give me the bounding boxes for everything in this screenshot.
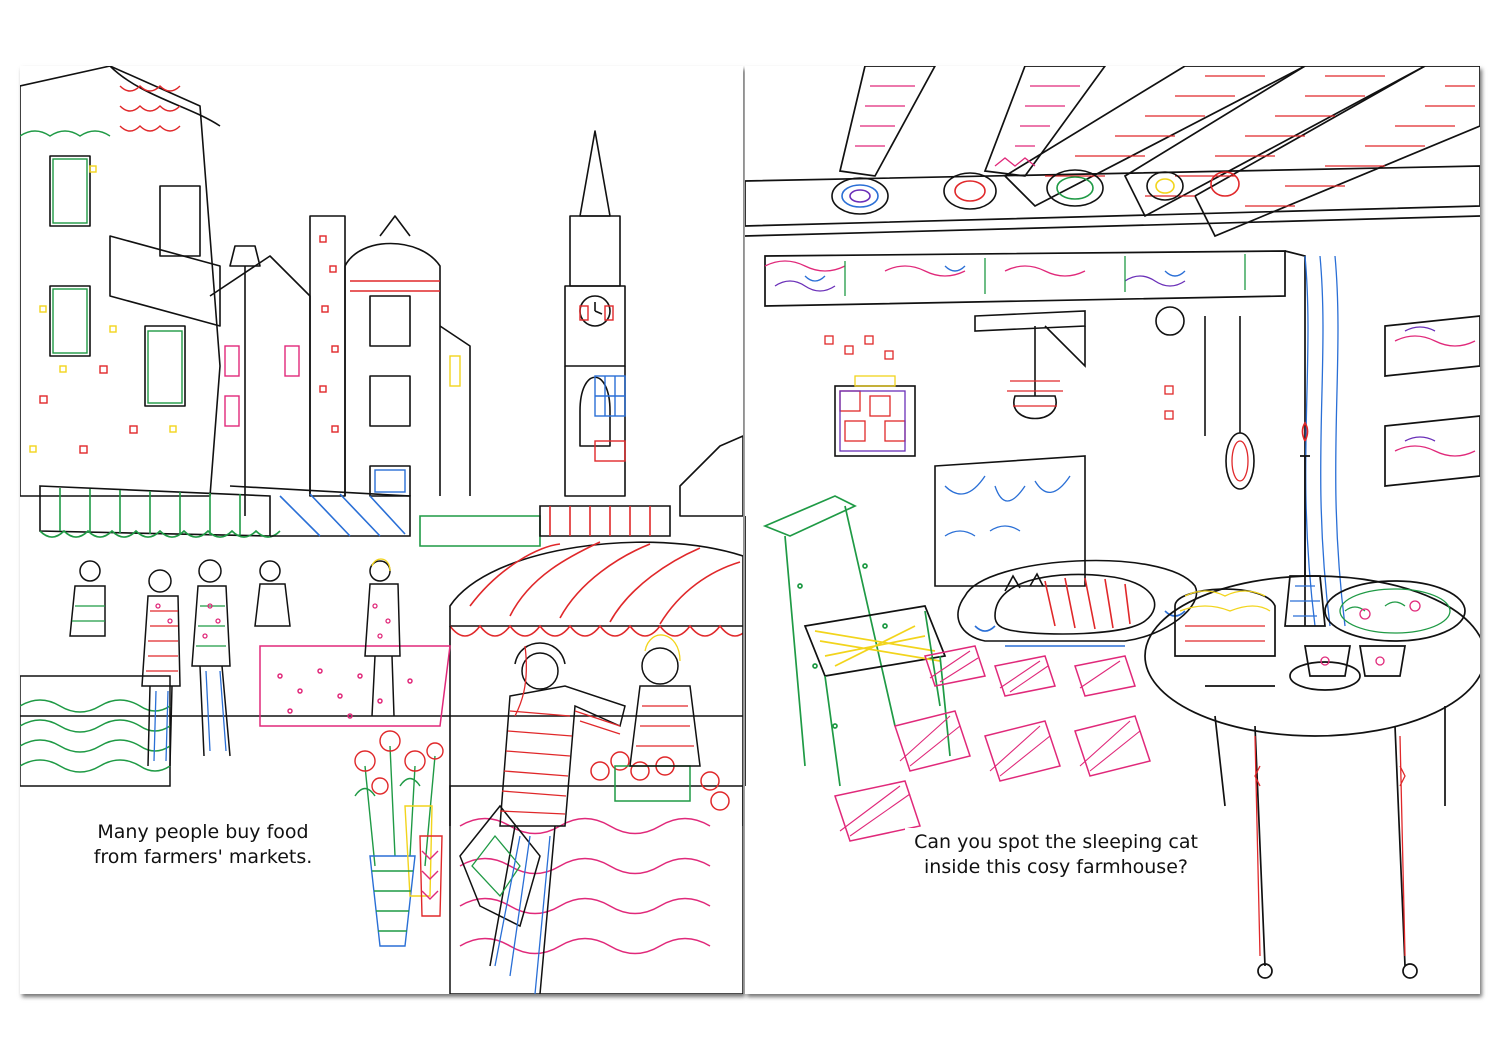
hanging-pan xyxy=(1155,306,1185,336)
shelf xyxy=(974,310,1086,332)
left-page: Many people buy food from farmers' marke… xyxy=(20,66,743,994)
cauldron xyxy=(1013,395,1057,420)
cushion xyxy=(957,559,1198,642)
bread-loaf xyxy=(1174,588,1276,657)
spire xyxy=(579,130,611,217)
arched-window xyxy=(579,376,611,447)
teacup xyxy=(1303,645,1352,677)
rafter xyxy=(1123,66,1426,218)
left-caption: Many people buy food from farmers' marke… xyxy=(78,818,328,872)
chair-seat xyxy=(803,605,947,677)
book-spread: Many people buy food from farmers' marke… xyxy=(20,66,1480,994)
window xyxy=(49,155,91,227)
window xyxy=(159,185,201,257)
main-beam xyxy=(745,165,1480,227)
lamp xyxy=(229,245,261,267)
teacup xyxy=(1358,645,1407,677)
plate xyxy=(1324,580,1466,642)
window xyxy=(144,325,186,407)
sleeping-cat xyxy=(994,573,1156,635)
right-caption: Can you spot the sleeping cat inside thi… xyxy=(905,828,1207,882)
market-illustration xyxy=(20,66,743,994)
rafter xyxy=(983,66,1107,177)
candlestick xyxy=(1284,455,1326,627)
hearth xyxy=(934,455,1086,587)
rafter xyxy=(838,66,936,177)
farmhouse-illustration xyxy=(745,66,1480,979)
left-building xyxy=(20,66,221,497)
right-page: Can you spot the sleeping cat inside thi… xyxy=(745,66,1480,994)
domed-building xyxy=(344,242,441,496)
rafter xyxy=(1003,66,1306,208)
lintel-beam xyxy=(764,250,1286,307)
window xyxy=(49,285,91,357)
chimney-building xyxy=(309,215,346,497)
chair-back xyxy=(762,495,857,537)
